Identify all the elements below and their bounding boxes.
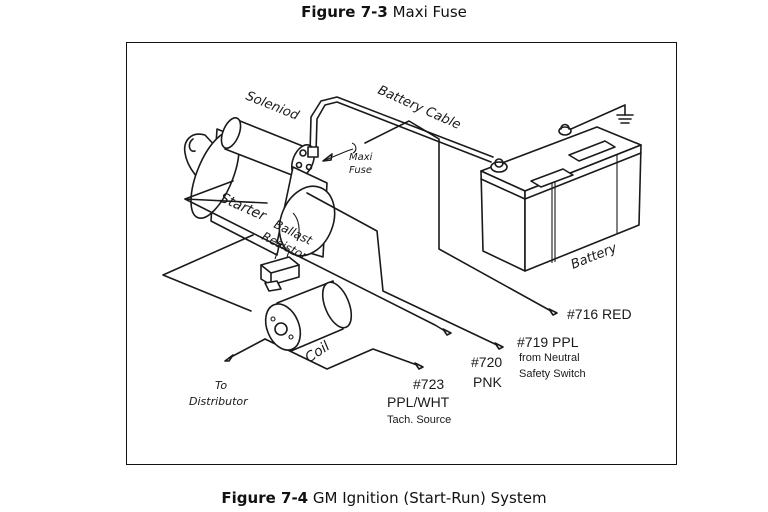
figure-title: Maxi Fuse bbox=[392, 3, 467, 21]
wires bbox=[162, 120, 558, 370]
wire-label-720-2: PNK bbox=[473, 374, 502, 390]
maxi-fuse-pointer bbox=[322, 142, 357, 162]
wire-distributor bbox=[230, 338, 266, 358]
figure-title: GM Ignition (Start-Run) System bbox=[312, 489, 547, 507]
wire-label-723-2: PPL/WHT bbox=[387, 394, 450, 410]
wire-label-719: #719 PPL bbox=[517, 334, 579, 350]
figure-number: Figure 7-4 bbox=[221, 489, 309, 507]
diagram-frame: Soleniod Battery Cable Maxi Fuse Starter… bbox=[126, 42, 677, 465]
label-distributor-1: To bbox=[215, 379, 227, 392]
label-maxi-fuse-2: Fuse bbox=[349, 165, 372, 176]
ignition-coil bbox=[264, 280, 353, 352]
wire-note-719-2: Safety Switch bbox=[519, 368, 586, 380]
wire-720 bbox=[184, 198, 446, 332]
label-solenoid: Soleniod bbox=[244, 89, 302, 124]
ignition-wiring-diagram: Soleniod Battery Cable Maxi Fuse Starter… bbox=[162, 83, 642, 426]
figure-number: Figure 7-3 bbox=[301, 3, 388, 21]
wire-716 bbox=[364, 120, 552, 312]
wire-723 bbox=[264, 338, 418, 370]
ballast-resistor bbox=[260, 250, 300, 292]
wire-ballast-coil bbox=[162, 234, 254, 312]
wire-note-723: Tach. Source bbox=[387, 414, 451, 426]
battery-cable bbox=[307, 96, 494, 163]
wire-label-723-1: #723 bbox=[413, 376, 444, 392]
figure-caption-bottom: Figure 7-4 GM Ignition (Start-Run) Syste… bbox=[0, 489, 768, 507]
label-battery-cable: Battery Cable bbox=[375, 83, 463, 133]
wire-716-tip bbox=[548, 308, 558, 316]
figure-caption-top: Figure 7-3 Maxi Fuse bbox=[0, 3, 768, 21]
wire-note-719-1: from Neutral bbox=[519, 352, 580, 364]
wire-label-716: #716 RED bbox=[567, 306, 632, 322]
battery bbox=[480, 104, 642, 272]
label-distributor-2: Distributor bbox=[189, 395, 249, 408]
wire-719 bbox=[306, 192, 498, 346]
wire-label-720-1: #720 bbox=[471, 354, 502, 370]
label-maxi-fuse-1: Maxi bbox=[349, 152, 373, 163]
